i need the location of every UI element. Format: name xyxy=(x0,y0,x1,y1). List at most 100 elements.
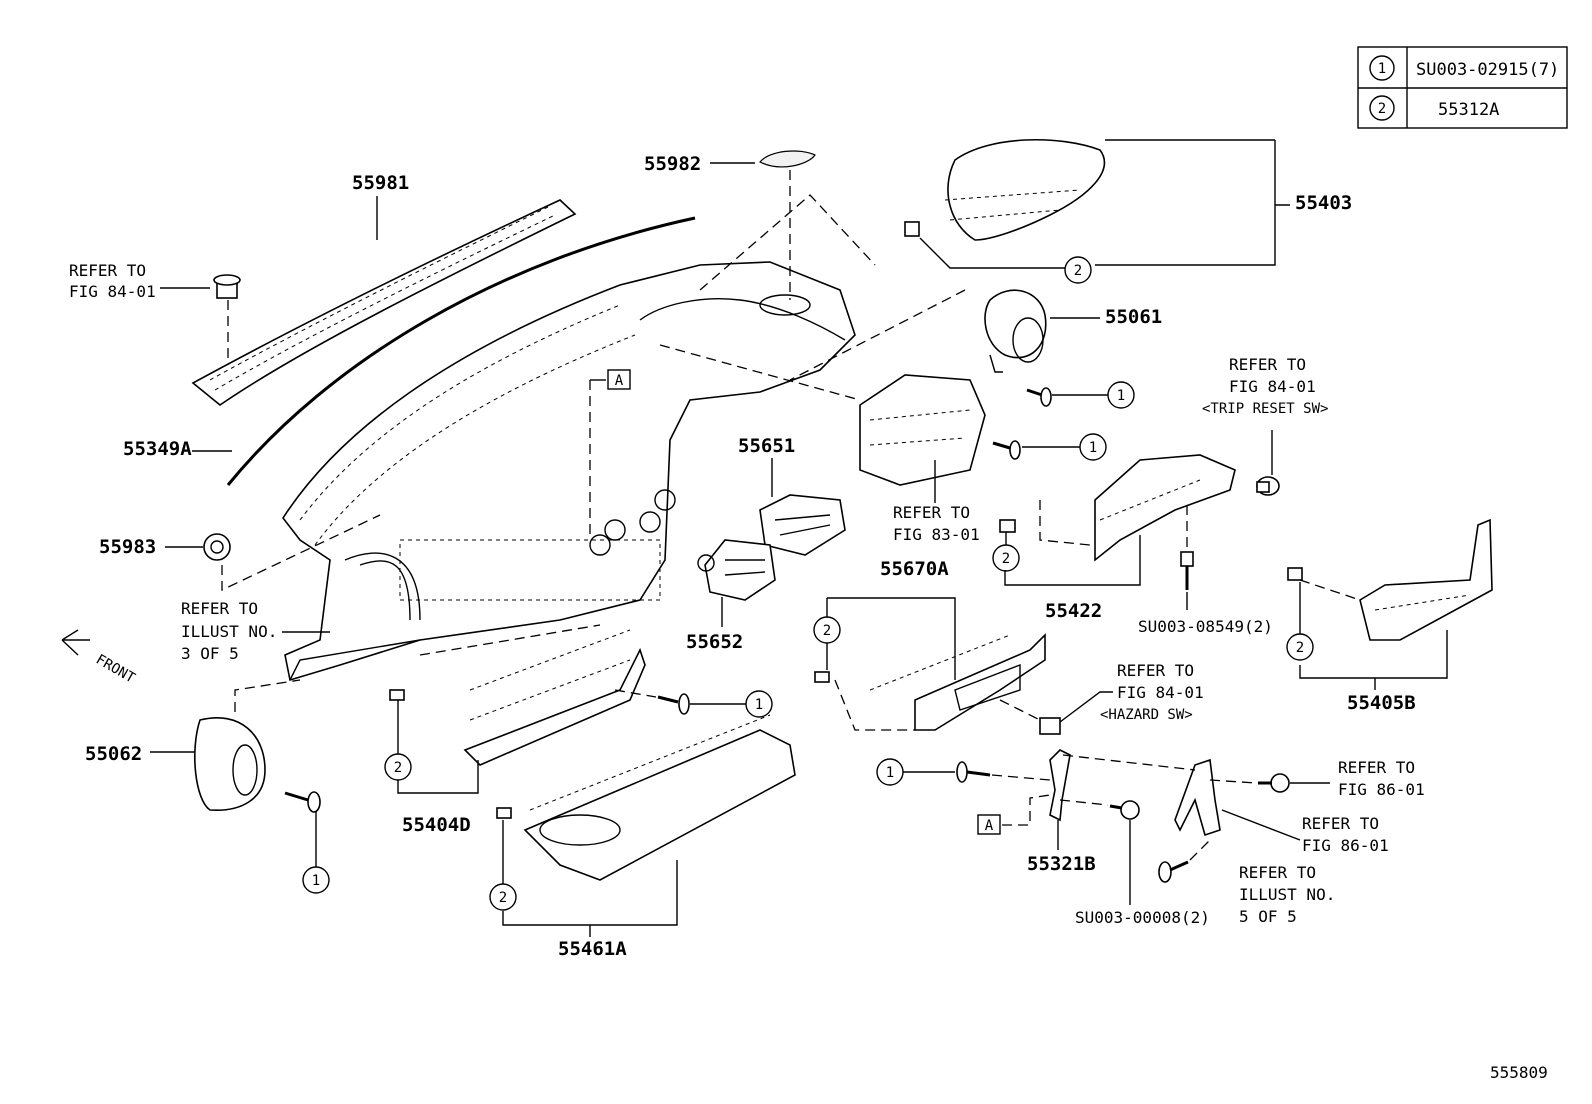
label-su003-00008: SU003-00008(2) xyxy=(1075,908,1210,927)
ref-hazard: REFER TO FIG 84-01 <HAZARD SW> xyxy=(1100,661,1204,723)
svg-text:REFER TO: REFER TO xyxy=(893,503,970,522)
label-55062: 55062 xyxy=(85,743,142,765)
svg-text:2: 2 xyxy=(1002,551,1010,567)
label-55981: 55981 xyxy=(352,172,409,194)
trip-reset-switch xyxy=(1256,476,1280,496)
svg-text:1: 1 xyxy=(755,697,763,713)
center-panel-55670a xyxy=(814,633,1046,731)
svg-text:FIG 84-01: FIG 84-01 xyxy=(1117,683,1204,702)
legend-part-2: 55312A xyxy=(1438,100,1499,120)
svg-text:REFER TO: REFER TO xyxy=(1229,355,1306,374)
svg-text:<TRIP RESET SW>: <TRIP RESET SW> xyxy=(1202,401,1328,417)
legend-table: 1 SU003-02915(7) 2 55312A xyxy=(1357,46,1568,129)
bolt-su003-08549 xyxy=(1180,551,1194,590)
svg-text:FIG 86-01: FIG 86-01 xyxy=(1302,836,1389,855)
svg-text:2: 2 xyxy=(823,623,831,639)
legend-symbol-1 xyxy=(1369,55,1395,81)
svg-text:A: A xyxy=(985,818,994,834)
ref-fig8601-top: REFER TO FIG 86-01 xyxy=(1338,758,1425,799)
callout-2-55403 xyxy=(1064,256,1092,284)
label-55651: 55651 xyxy=(738,435,795,457)
svg-text:REFER TO: REFER TO xyxy=(1338,758,1415,777)
vent-55652 xyxy=(697,539,776,601)
clip-55983 xyxy=(203,533,231,561)
instrument-panel-body xyxy=(282,261,856,682)
label-55403: 55403 xyxy=(1295,192,1352,214)
svg-text:2: 2 xyxy=(1296,640,1304,656)
bolt-su003-00008 xyxy=(1109,800,1140,820)
defroster-garnish-55981 xyxy=(191,199,577,406)
hazard-switch xyxy=(1039,717,1061,735)
clip-part xyxy=(213,274,241,299)
svg-text:<HAZARD SW>: <HAZARD SW> xyxy=(1100,707,1193,723)
svg-text:5 OF 5: 5 OF 5 xyxy=(1239,907,1297,926)
label-55349a: 55349A xyxy=(123,438,192,460)
callout-1-55061 xyxy=(1107,381,1135,409)
svg-text:REFER TO: REFER TO xyxy=(1302,814,1379,833)
legend-symbol-2-text: 2 xyxy=(1378,101,1386,117)
svg-text:FIG 86-01: FIG 86-01 xyxy=(1338,780,1425,799)
legend-symbol-2 xyxy=(1369,95,1395,121)
screw-55404d xyxy=(657,693,690,715)
nut-fig8601 xyxy=(1258,773,1290,793)
svg-text:ILLUST NO.: ILLUST NO. xyxy=(181,622,277,641)
label-55422: 55422 xyxy=(1045,600,1102,622)
part-55982 xyxy=(759,150,816,168)
vent-55651 xyxy=(759,494,846,556)
callout-1-meter xyxy=(1079,433,1107,461)
callout-1-55404d xyxy=(745,690,773,718)
svg-text:FIG 83-01: FIG 83-01 xyxy=(893,525,980,544)
screw-55061 xyxy=(1026,387,1052,407)
lower-finish-55404d xyxy=(389,629,646,766)
screw-meter xyxy=(992,440,1021,460)
ref-trip-reset: REFER TO FIG 84-01 <TRIP RESET SW> xyxy=(1202,355,1328,417)
svg-text:3 OF 5: 3 OF 5 xyxy=(181,644,239,663)
combination-meter xyxy=(859,374,986,486)
label-55404d: 55404D xyxy=(402,814,471,836)
svg-text:REFER TO: REFER TO xyxy=(1239,863,1316,882)
svg-text:2: 2 xyxy=(1074,263,1082,279)
svg-text:1: 1 xyxy=(1089,440,1097,456)
side-cover-55062 xyxy=(194,717,266,811)
lower-panel-55405b xyxy=(1287,518,1493,641)
svg-text:FRONT: FRONT xyxy=(93,652,138,687)
cover-55061 xyxy=(984,289,1047,373)
bracket-55321b xyxy=(1049,749,1221,837)
ref-fig8301: REFER TO FIG 83-01 xyxy=(893,503,980,544)
svg-text:FIG 84-01: FIG 84-01 xyxy=(1229,377,1316,396)
callout-1-bl xyxy=(302,866,330,894)
label-55652: 55652 xyxy=(686,631,743,653)
screw-55321b xyxy=(956,761,991,783)
screw-55062 xyxy=(284,791,321,813)
finish-panel-55422 xyxy=(999,454,1236,562)
svg-text:REFER TO: REFER TO xyxy=(1117,661,1194,680)
marker-a-box-bottom xyxy=(977,814,1001,835)
svg-text:REFER TO: REFER TO xyxy=(69,261,146,280)
ref-fig8401-top: REFER TO FIG 84-01 xyxy=(69,261,156,301)
label-55321b: 55321B xyxy=(1027,853,1096,875)
svg-text:1: 1 xyxy=(1117,388,1125,404)
label-55061: 55061 xyxy=(1105,306,1162,328)
label-55670a: 55670A xyxy=(880,558,949,580)
svg-text:A: A xyxy=(615,373,624,389)
front-arrow: FRONT xyxy=(61,629,138,687)
legend-symbol-1-text: 1 xyxy=(1378,61,1386,77)
label-55405b: 55405B xyxy=(1347,692,1416,714)
ref-illust-3of5: REFER TO ILLUST NO. 3 OF 5 xyxy=(181,599,277,663)
svg-text:2: 2 xyxy=(499,890,507,906)
svg-text:FIG 84-01: FIG 84-01 xyxy=(69,282,156,301)
label-55983: 55983 xyxy=(99,536,156,558)
ref-fig8601-bottom: REFER TO FIG 86-01 xyxy=(1302,814,1389,855)
marker-a-box xyxy=(607,369,631,390)
label-su003-08549: SU003-08549(2) xyxy=(1138,617,1273,636)
svg-text:2: 2 xyxy=(394,760,402,776)
label-55461a: 55461A xyxy=(558,938,627,960)
screw-illust5 xyxy=(1158,860,1189,883)
label-55982: 55982 xyxy=(644,153,701,175)
weatherstrip-55349a xyxy=(226,216,696,486)
legend-part-1: SU003-02915(7) xyxy=(1416,60,1559,80)
svg-text:REFER TO: REFER TO xyxy=(181,599,258,618)
meter-hood-55403 xyxy=(904,138,1106,241)
ref-illust-5of5: REFER TO ILLUST NO. 5 OF 5 xyxy=(1239,863,1335,926)
